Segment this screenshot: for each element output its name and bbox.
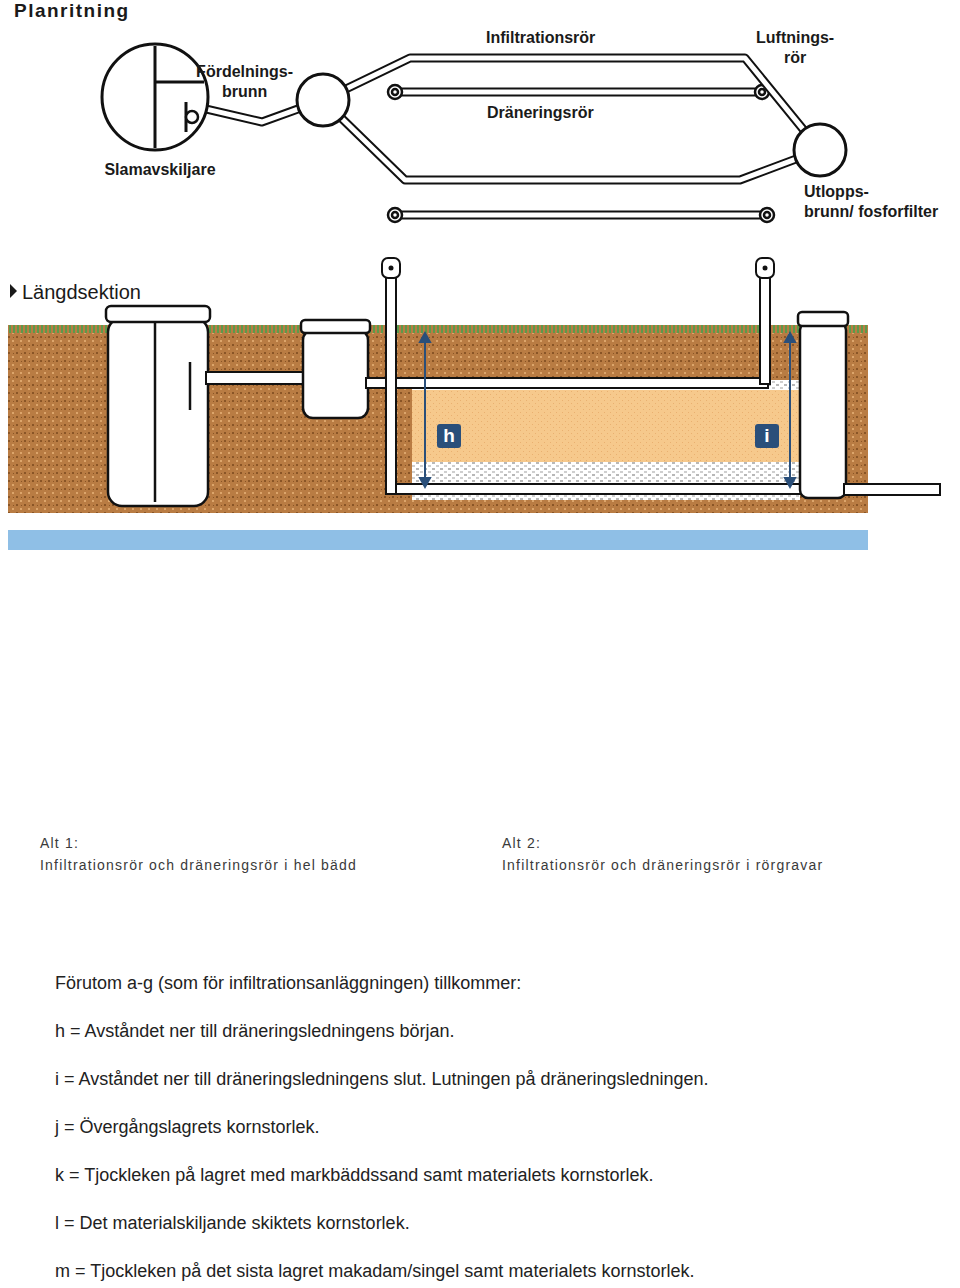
section-view xyxy=(8,258,940,550)
vent-pipe-symbol xyxy=(388,85,774,222)
circle-outline xyxy=(792,122,848,178)
note-line: Förutom a-g (som för infiltrationsanlägg… xyxy=(55,972,521,994)
pipe-line xyxy=(346,58,803,130)
well-circle: Slamavskiljare xyxy=(100,42,210,152)
view-heading: Planritning xyxy=(14,0,130,22)
pipe-label: Dräneringsrör xyxy=(487,103,594,123)
heading-bullet xyxy=(10,284,17,298)
view-heading: Längdsektion xyxy=(22,280,141,304)
pipe-label: Luftnings- rör xyxy=(756,28,834,68)
circle-outline xyxy=(295,72,351,128)
note-line: k = Tjockleken på lagret med markbäddssa… xyxy=(55,1164,653,1186)
well-circle: Fördelnings- brunn xyxy=(295,72,351,128)
note-line: j = Övergångslagrets kornstorlek. xyxy=(55,1116,320,1138)
callout-letter: i xyxy=(755,425,779,447)
note-line: l = Det materialskiljande skiktets korns… xyxy=(55,1212,410,1234)
well-label: Utlopps- brunn/ fosforfilter xyxy=(804,182,938,222)
note-line: m = Tjockleken på det sista lagret makad… xyxy=(55,1260,694,1282)
pipe-line xyxy=(342,118,796,180)
circle-outline xyxy=(100,42,210,152)
pipe-connector xyxy=(342,118,796,180)
pipe-connector xyxy=(346,58,803,130)
caption: Alt 1: Infiltrationsrör och dräneringsrö… xyxy=(40,832,357,876)
note-line: i = Avståndet ner till dräneringsledning… xyxy=(55,1068,709,1090)
pipe-line xyxy=(342,118,796,180)
drainage-pipe xyxy=(395,92,765,215)
dimension-callout: i xyxy=(755,424,779,448)
pipe-line xyxy=(346,58,803,130)
dimension-callout: h xyxy=(437,424,461,448)
note-line: h = Avståndet ner till dräneringsledning… xyxy=(55,1020,454,1042)
caption: Alt 2: Infiltrationsrör och dräneringsrö… xyxy=(502,832,823,876)
well-label: Fördelnings- brunn xyxy=(196,62,293,102)
pipe-line xyxy=(207,109,299,122)
callout-letter: h xyxy=(437,425,461,447)
pipe-label: Infiltrationsrör xyxy=(486,28,595,48)
well-label: Slamavskiljare xyxy=(100,160,220,180)
pipe-connector xyxy=(207,109,299,122)
well-circle: Utlopps- brunn/ fosforfilter xyxy=(792,122,848,178)
pipe-line xyxy=(207,109,299,122)
